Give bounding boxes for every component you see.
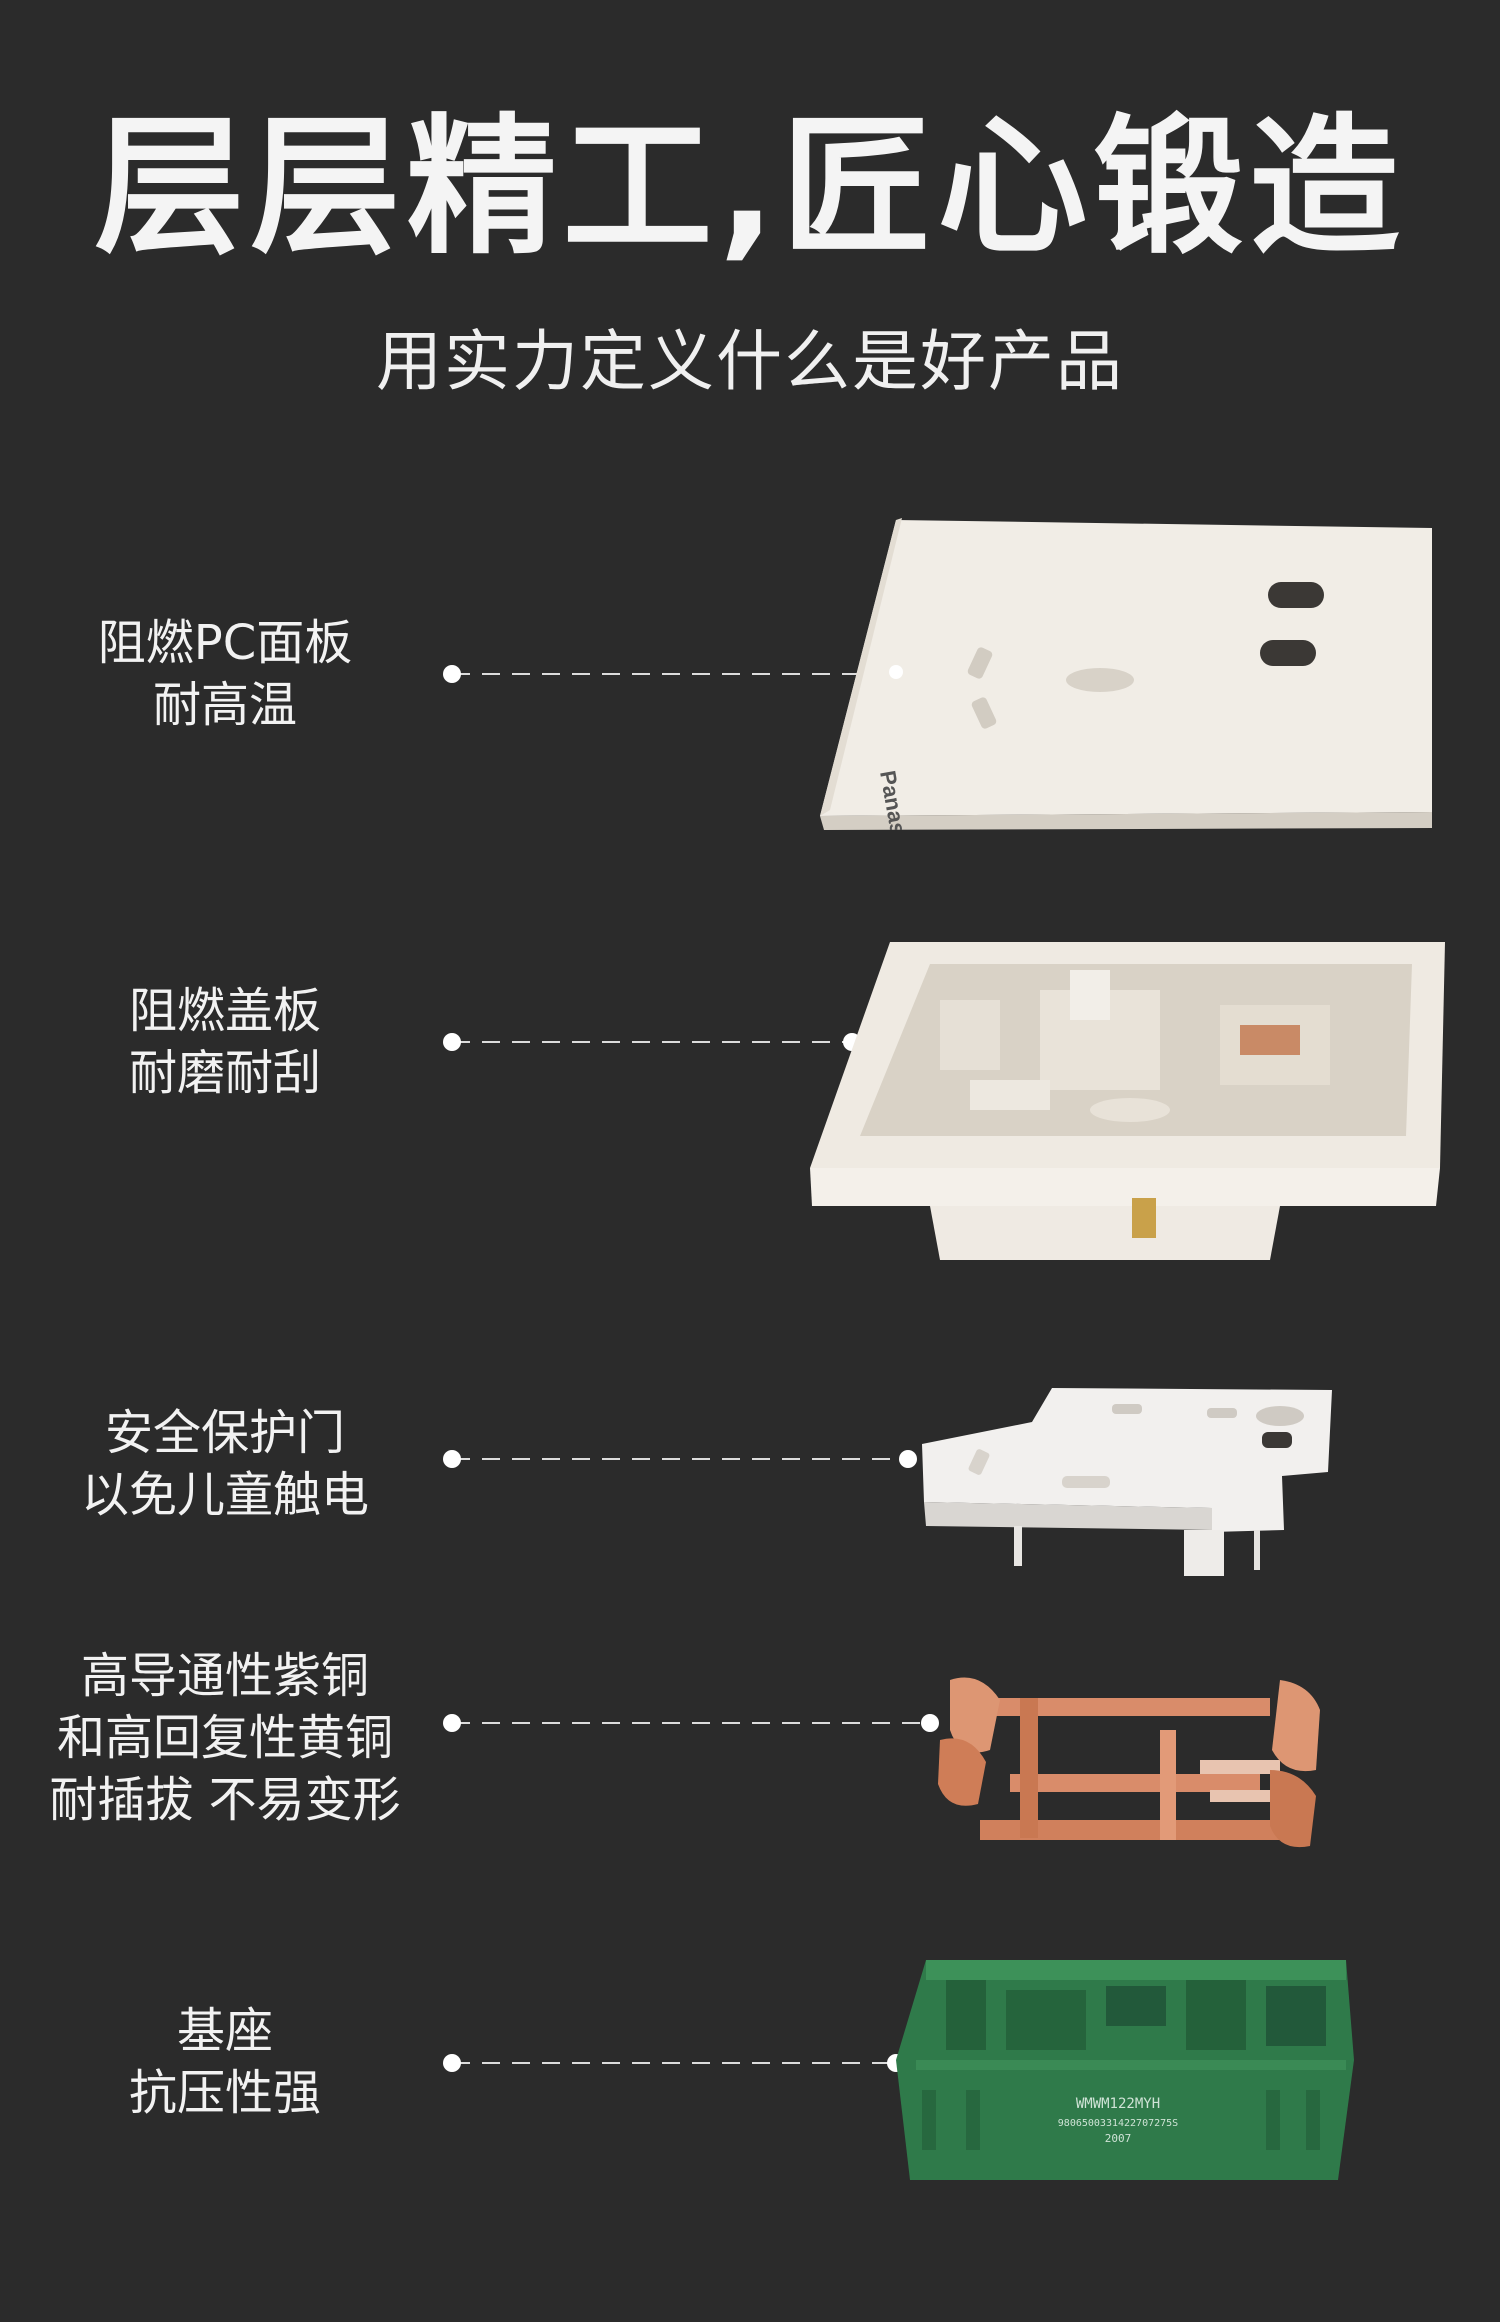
label-line: 和高回复性黄铜 [56, 1710, 393, 1766]
layer-label-cover: 阻燃盖板 耐磨耐刮 [0, 980, 450, 1104]
layer-label-shutter: 安全保护门 以免儿童触电 [0, 1402, 450, 1526]
label-line: 抗压性强 [128, 2065, 321, 2121]
base-image: WMWM122MYH 9806500331422707275S 2007 [896, 1960, 1354, 2180]
label-line: 耐高温 [152, 677, 297, 733]
cover-plate-image [810, 942, 1445, 1260]
safety-shutter-image [922, 1388, 1332, 1576]
layer-label-contacts: 高导通性紫铜 和高回复性黄铜 耐插拔 不易变形 [0, 1645, 450, 1831]
connector-line [443, 1033, 861, 1051]
connector-line [443, 665, 882, 683]
label-line: 安全保护门 [104, 1405, 345, 1461]
label-line: 耐插拔 不易变形 [49, 1772, 401, 1828]
label-line: 高导通性紫铜 [80, 1648, 369, 1704]
layer-label-panel: 阻燃PC面板 耐高温 [0, 612, 450, 736]
connector-line [443, 1450, 917, 1468]
connector-line [443, 1714, 939, 1732]
label-line: 基座 [176, 2003, 273, 2059]
page-subtitle: 用实力定义什么是好产品 [376, 323, 1124, 400]
connector-line [443, 2054, 905, 2072]
label-line: 阻燃PC面板 [97, 615, 353, 671]
label-line: 阻燃盖板 [128, 983, 321, 1039]
label-line: 耐磨耐刮 [128, 1045, 321, 1101]
pc-panel-image: Panasonic [820, 518, 1432, 830]
label-line: 以免儿童触电 [80, 1467, 369, 1523]
base-marking-model: WMWM122MYH [1076, 2096, 1160, 2112]
page-title: 层层精工,匠心锻造 [94, 101, 1406, 275]
base-marking-serial: 9806500331422707275S [1058, 2118, 1178, 2129]
layer-label-base: 基座 抗压性强 [0, 2000, 450, 2124]
copper-contacts-image [938, 1677, 1320, 1848]
base-marking-year: 2007 [1105, 2132, 1132, 2145]
